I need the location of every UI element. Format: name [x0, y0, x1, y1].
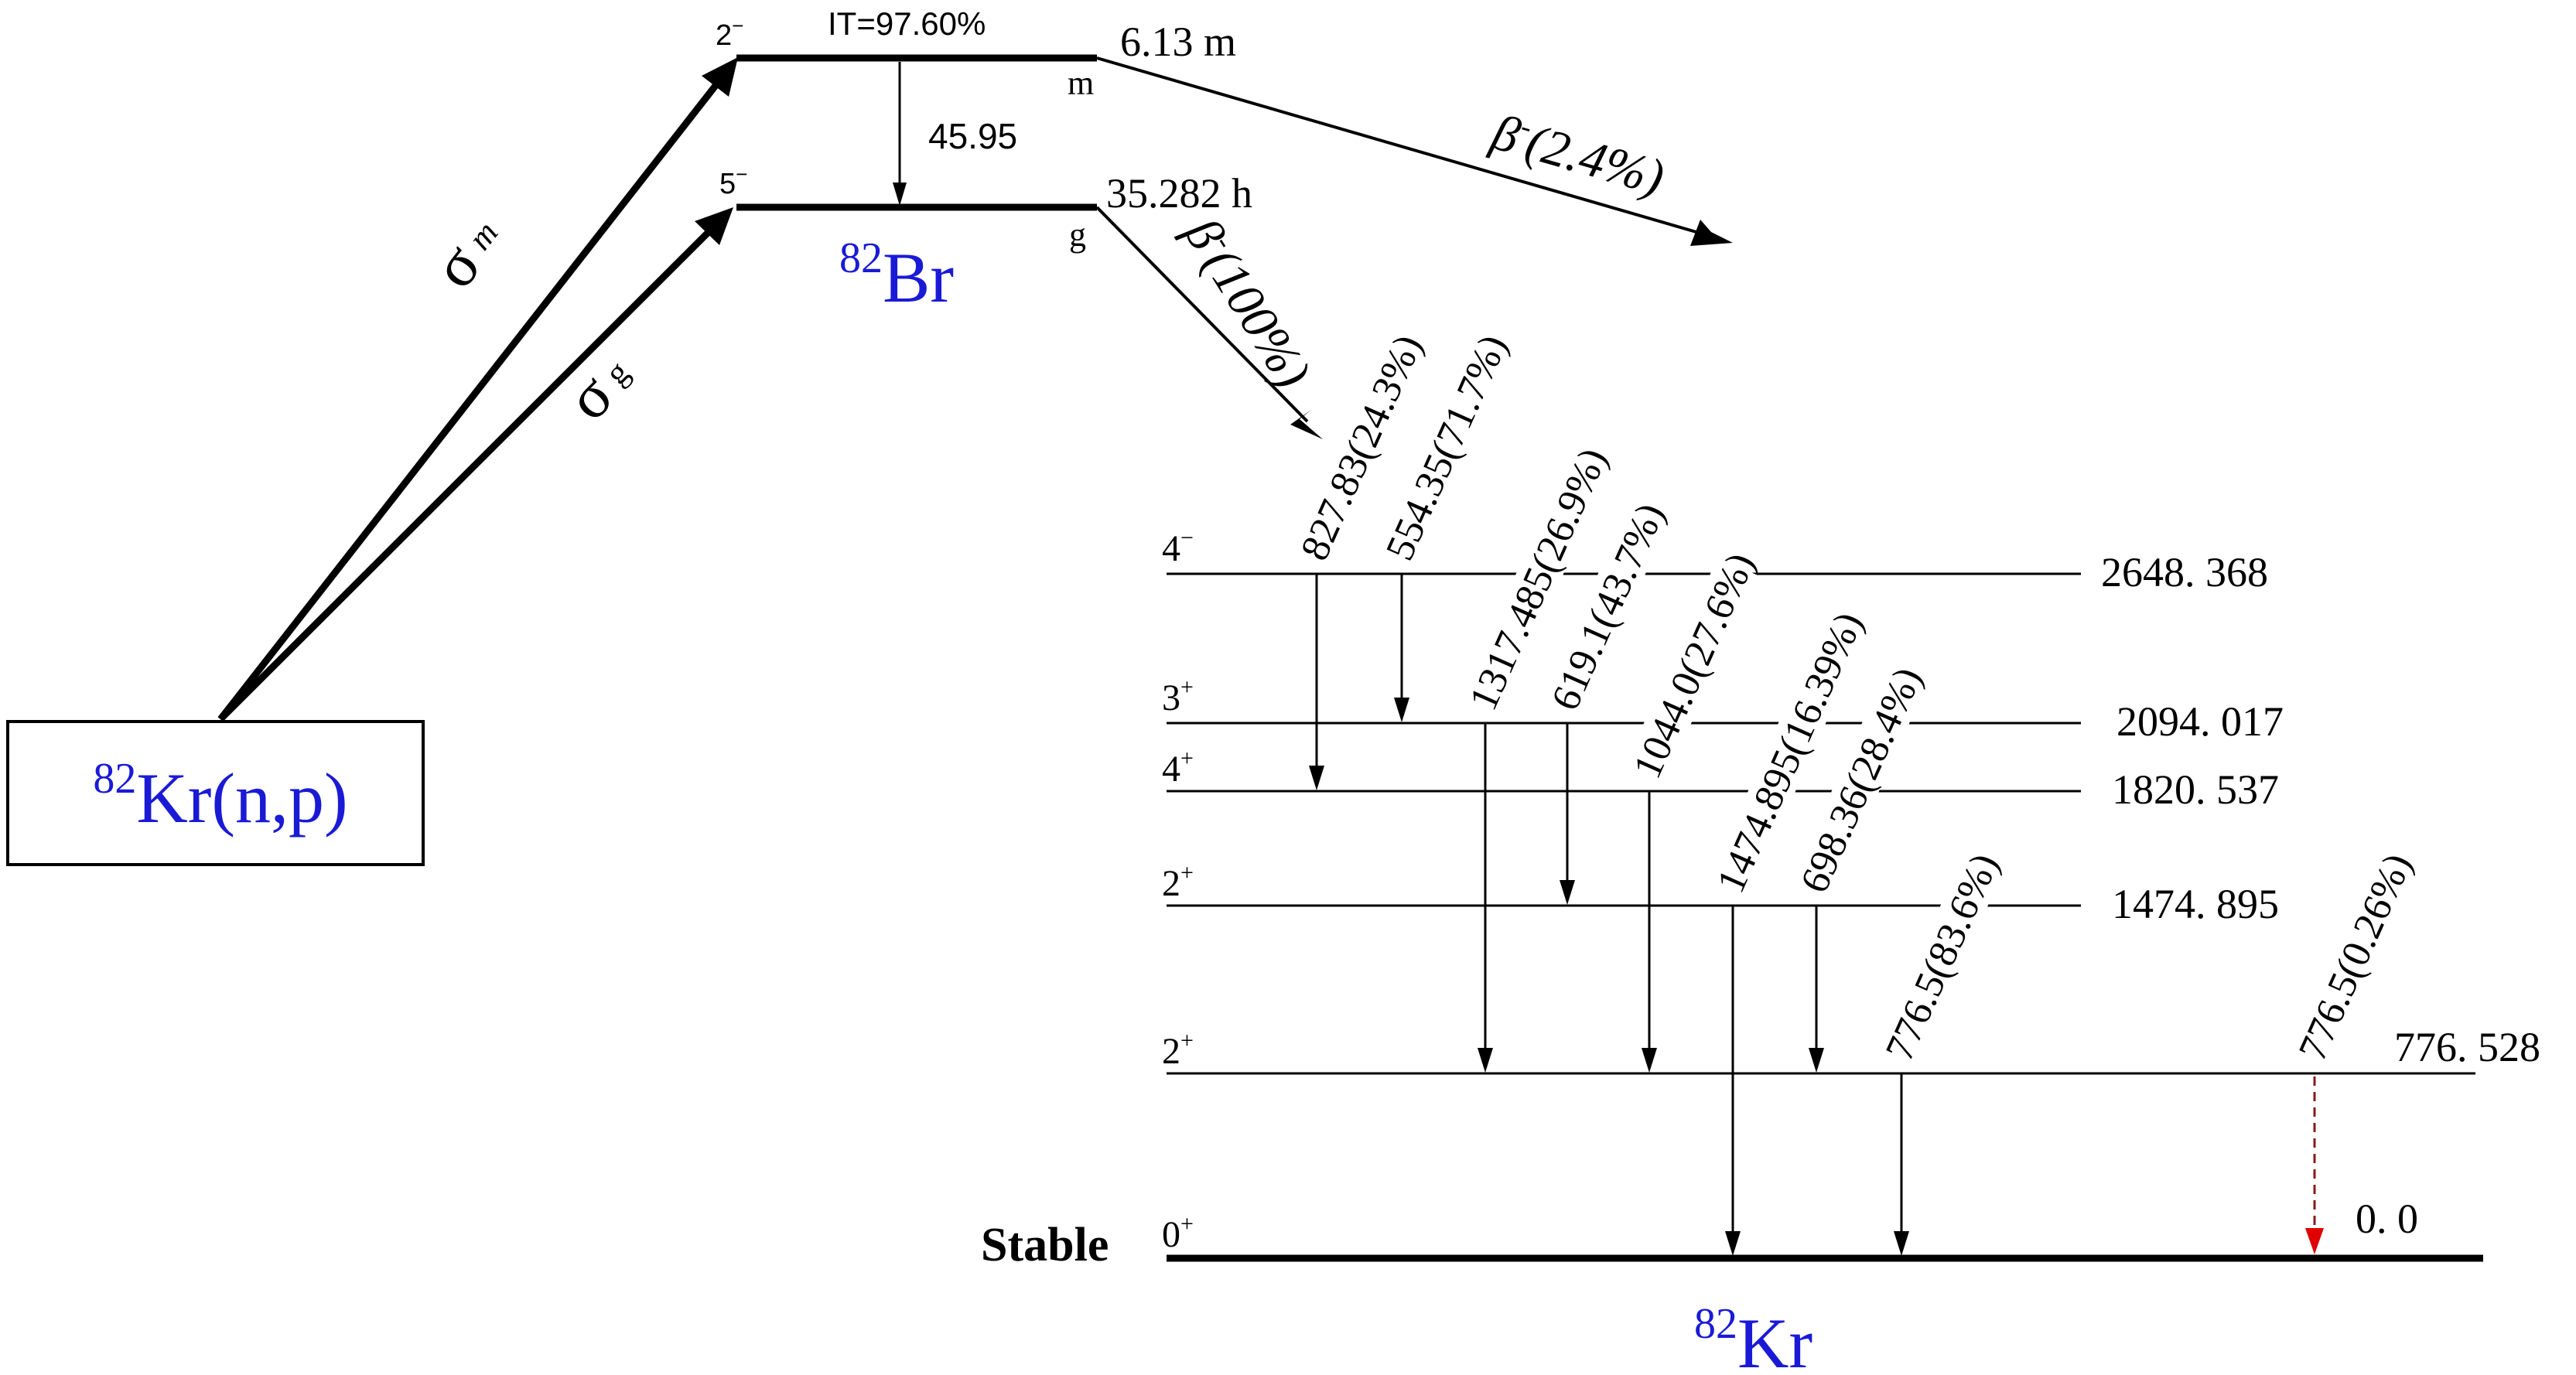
gamma-1044-label: 1044.0(27.6%) — [1625, 547, 1764, 785]
beta-ground-label: β-(100%) — [1173, 206, 1322, 397]
kr82-level-ground-spin: 0+ — [1162, 1211, 1194, 1255]
gamma-1044-arrowhead-icon — [1642, 1048, 1657, 1073]
kr82-level-1474-spin: 2+ — [1162, 860, 1194, 904]
beta-isomer-label: β-(2.4%) — [1484, 103, 1670, 206]
kr82-level-2094-spin: 3+ — [1162, 674, 1194, 718]
br82-isomer-tag: m — [1068, 64, 1094, 102]
kr82-level-2648-energy: 2648. 368 — [2101, 549, 2268, 595]
kr82-level-2648-spin: 4− — [1162, 525, 1194, 569]
kr82-level-1474-energy: 1474. 895 — [2112, 881, 2279, 927]
gamma-776-main-arrowhead-icon — [1894, 1231, 1909, 1256]
gamma-1474-arrowhead-icon — [1725, 1231, 1741, 1256]
sigma-g-production-arrow — [217, 220, 721, 722]
kr82-level-2094-energy: 2094. 017 — [2116, 698, 2284, 745]
sigma-m-production-arrow — [217, 70, 729, 722]
beta-ground-arrowhead-icon — [1290, 410, 1323, 439]
sigma-g-arrowhead-icon — [695, 207, 733, 245]
br82-isomer-spin: 2− — [716, 14, 743, 52]
br82-isomer-halflife: 6.13 m — [1120, 19, 1236, 65]
gamma-776-main-label: 776.5(83.6%) — [1877, 847, 2007, 1066]
beta-decay-ground-arrow — [1095, 206, 1309, 423]
kr82-level-776-spin: 2+ — [1162, 1028, 1194, 1072]
kr82-stable-label: Stable — [981, 1219, 1109, 1271]
target-reaction-box — [6, 720, 425, 866]
gamma-619-arrowhead-icon — [1560, 880, 1575, 905]
gamma-1317-arrowhead-icon — [1478, 1048, 1493, 1073]
gamma-1044-label-group: 1044.0(27.6%) — [1623, 547, 1764, 787]
br82-nuclide-label: 82Br — [839, 234, 954, 317]
beta-decay-isomer-arrow — [1096, 56, 1710, 237]
target-reaction-label: 82Kr(n,p) — [93, 755, 347, 838]
kr82-level-ground-energy: 0. 0 — [2356, 1196, 2418, 1242]
sigma-m-arrowhead-icon — [702, 57, 738, 97]
kr82-level-776-energy: 776. 528 — [2394, 1024, 2540, 1070]
br82-ground-halflife: 35.282 h — [1106, 170, 1252, 217]
beta-isomer-arrowhead-icon — [1690, 220, 1733, 246]
kr82-level-1820-spin: 4+ — [1162, 746, 1194, 790]
kr82-level-1820-energy: 1820. 537 — [2112, 766, 2279, 813]
br82-it-arrowhead-icon — [893, 183, 907, 206]
br82-it-energy: 45.95 — [928, 116, 1017, 156]
gamma-776-weak-arrowhead-icon — [2305, 1228, 2324, 1254]
sigma-g-label: σg — [552, 340, 646, 434]
gamma-698-arrowhead-icon — [1809, 1048, 1824, 1073]
br82-ground-spin: 5− — [719, 162, 747, 200]
br82-ground-tag: g — [1069, 216, 1086, 254]
br82-it-label: IT=97.60% — [828, 5, 986, 42]
kr82-nuclide-label: 82Kr — [1694, 1300, 1812, 1375]
gamma-827-arrowhead-icon — [1309, 766, 1324, 790]
sigma-m-label: σm — [418, 203, 516, 301]
gamma-776-main-label-group: 776.5(83.6%) — [1875, 847, 2007, 1070]
gamma-554-arrowhead-icon — [1394, 698, 1409, 722]
